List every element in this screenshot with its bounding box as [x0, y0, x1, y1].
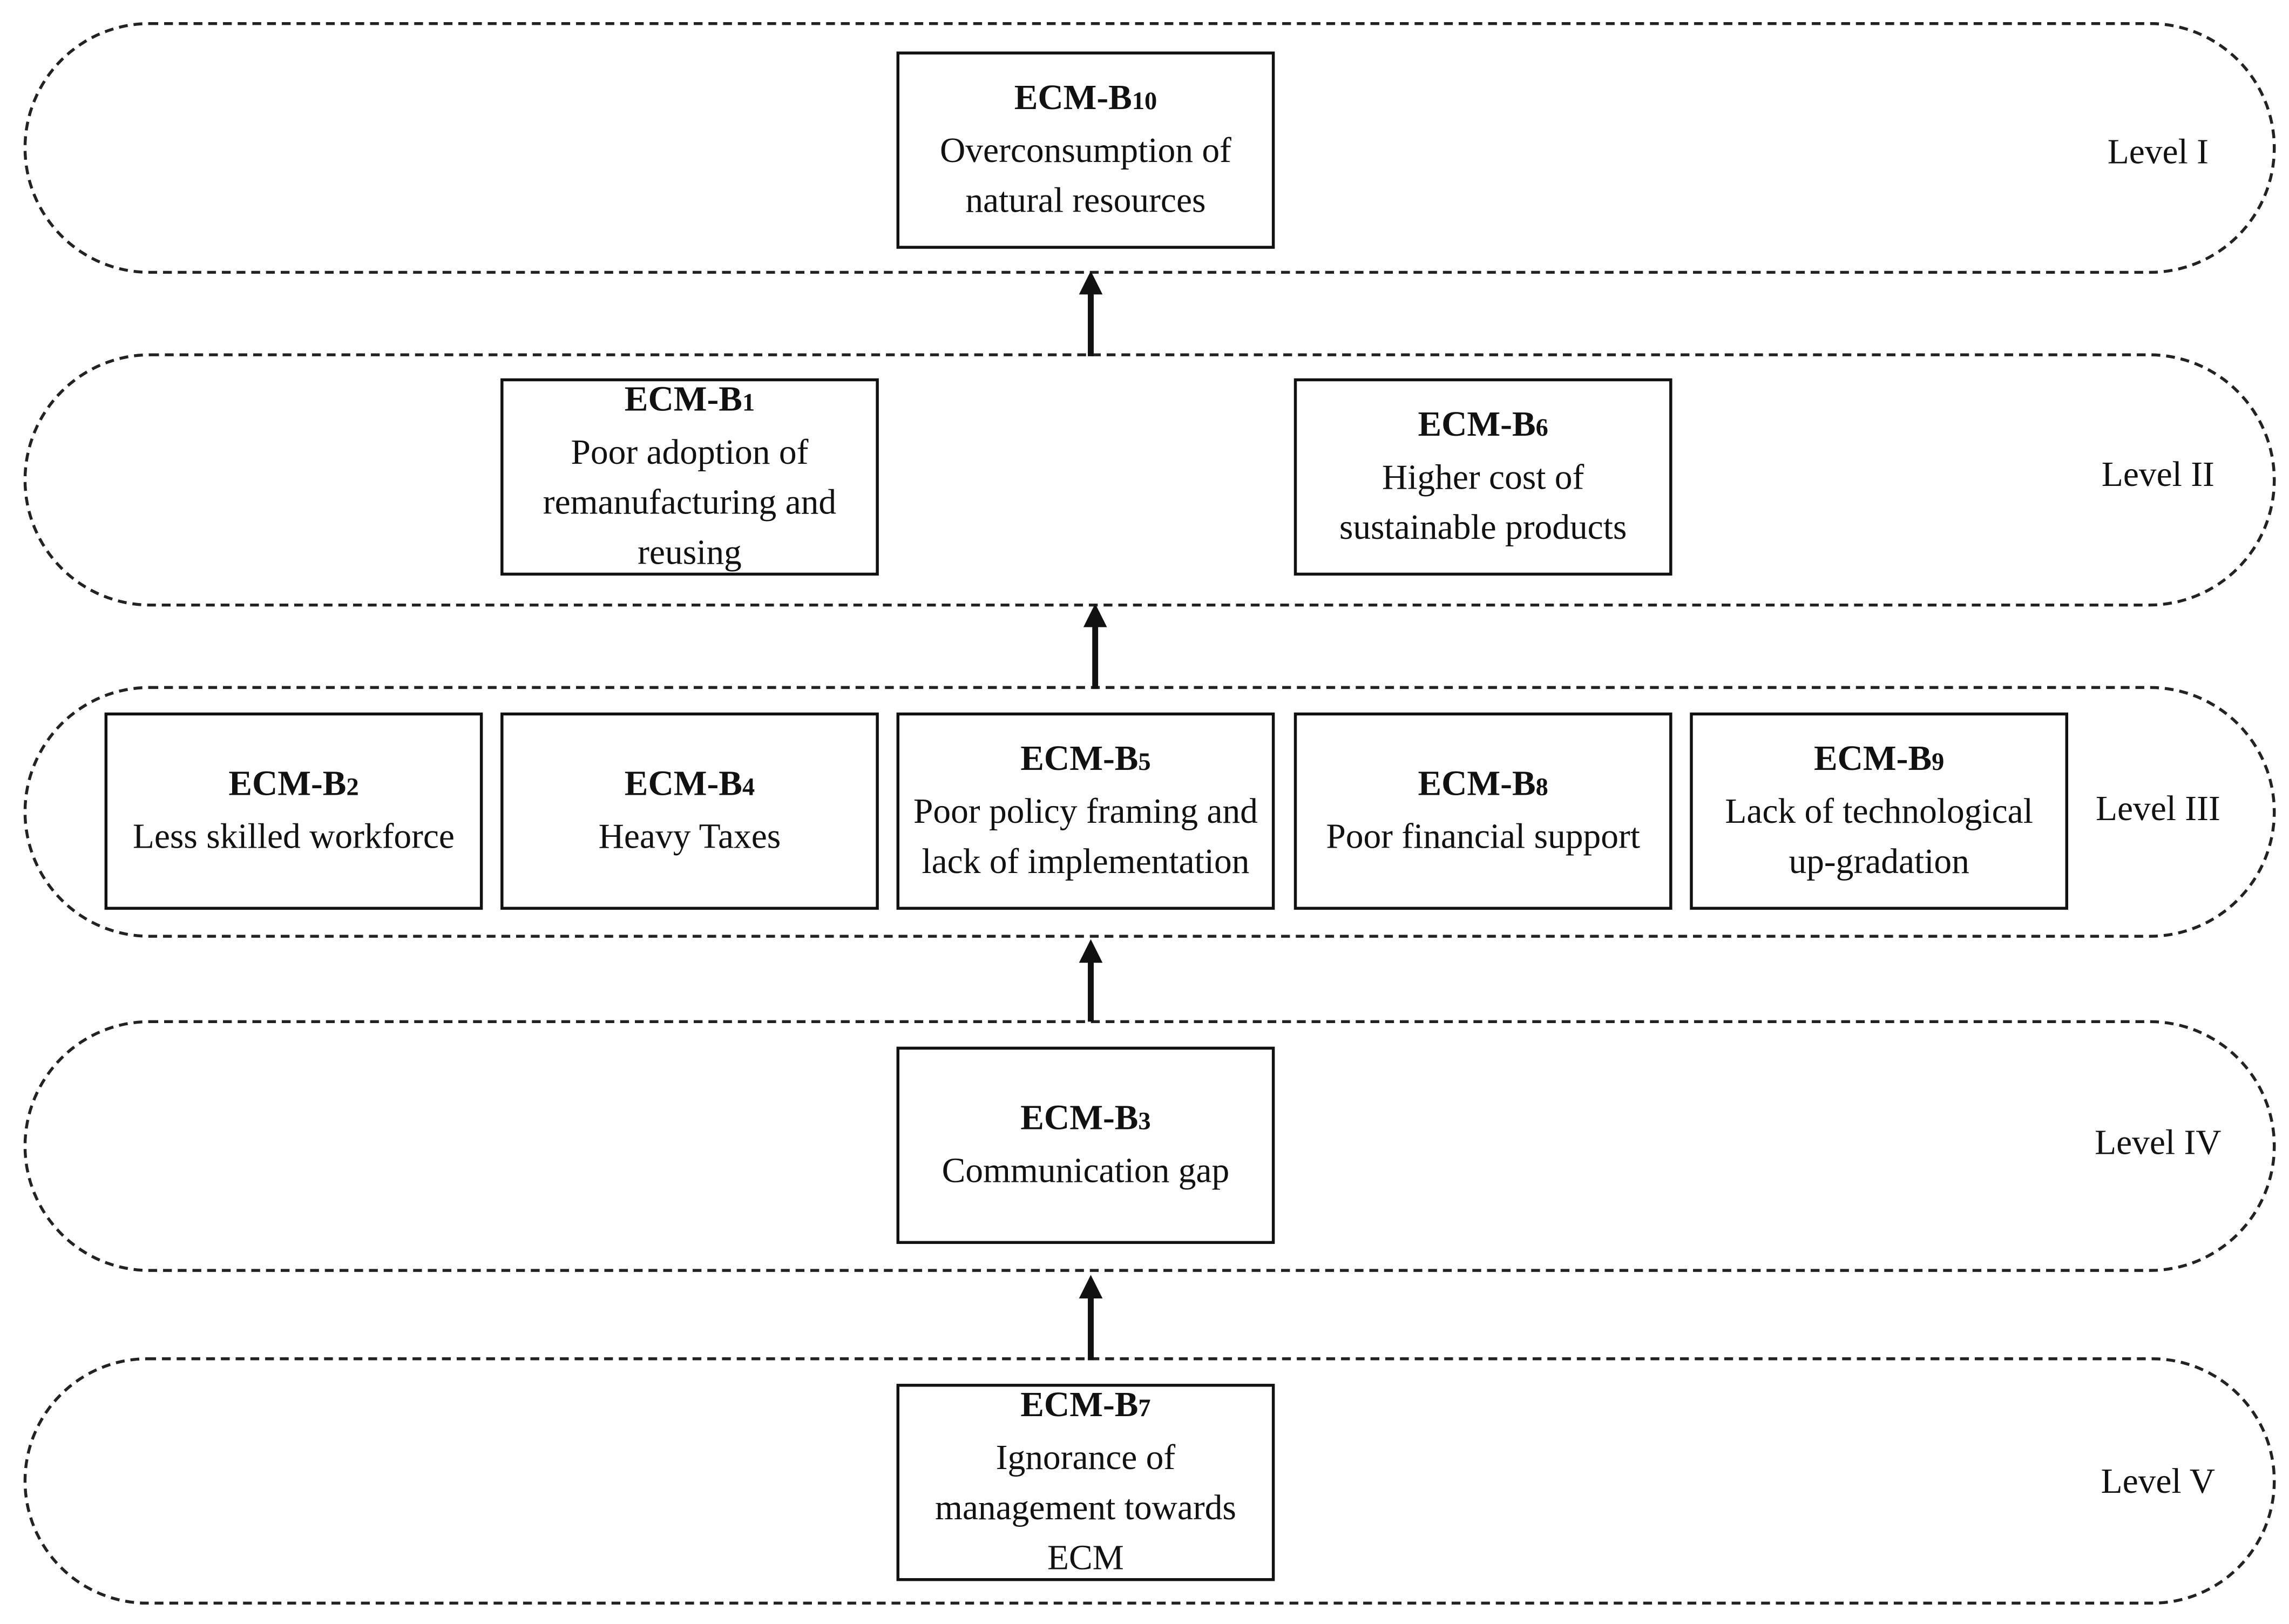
node-code: ECM-B4 — [624, 765, 755, 804]
node-description: Communication gap — [942, 1153, 1230, 1191]
node-ecm-b7: ECM-B7 Ignorance of management towards E… — [896, 1384, 1275, 1581]
node-ecm-b5: ECM-B5 Poor policy framing and lack of i… — [896, 712, 1275, 910]
node-code: ECM-B10 — [1014, 79, 1157, 118]
level-label-2: Level II — [2101, 456, 2214, 495]
arrow-level4-to-level3 — [1079, 939, 1103, 1022]
level-band-4 — [23, 1020, 2276, 1272]
node-description: Poor financial support — [1326, 818, 1640, 857]
node-description: Overconsumption of natural resources — [940, 132, 1231, 221]
level-label-1: Level I — [2107, 134, 2209, 173]
level-label-5: Level V — [2101, 1463, 2216, 1502]
node-ecm-b9: ECM-B9 Lack of technological up-gradatio… — [1690, 712, 2069, 910]
node-code: ECM-B1 — [624, 381, 755, 420]
node-ecm-b2: ECM-B2 Less skilled workforce — [104, 712, 483, 910]
level-band-5 — [23, 1357, 2276, 1605]
node-code: ECM-B8 — [1418, 765, 1548, 804]
node-description: Poor adoption of remanufacturing and reu… — [543, 434, 837, 573]
node-description: Higher cost of sustainable products — [1339, 459, 1627, 548]
node-ecm-b3: ECM-B3 Communication gap — [896, 1046, 1275, 1244]
node-description: Ignorance of management towards ECM — [934, 1439, 1236, 1579]
level-label-3: Level III — [2095, 790, 2220, 829]
level-label-4: Level IV — [2095, 1125, 2222, 1163]
node-code: ECM-B2 — [228, 765, 359, 804]
node-description: Less skilled workforce — [132, 818, 455, 857]
level-band-1 — [23, 22, 2276, 274]
level-band-2 — [23, 353, 2276, 607]
node-code: ECM-B9 — [1813, 740, 1945, 779]
node-description: Poor policy framing and lack of implemen… — [913, 793, 1258, 882]
node-ecm-b10: ECM-B10 Overconsumption of natural resou… — [896, 51, 1275, 249]
node-code: ECM-B3 — [1020, 1099, 1151, 1138]
node-description: Lack of technological up-gradation — [1725, 793, 2033, 882]
node-ecm-b4: ECM-B4 Heavy Taxes — [500, 712, 879, 910]
node-ecm-b8: ECM-B8 Poor financial support — [1294, 712, 1672, 910]
node-code: ECM-B7 — [1020, 1386, 1151, 1425]
arrow-level2-to-level1 — [1079, 270, 1103, 356]
arrow-level5-to-level4 — [1079, 1275, 1103, 1361]
level-band-3 — [23, 686, 2276, 938]
node-ecm-b6: ECM-B6 Higher cost of sustainable produc… — [1294, 378, 1672, 576]
node-code: ECM-B5 — [1020, 740, 1151, 779]
node-description: Heavy Taxes — [598, 818, 781, 857]
node-code: ECM-B6 — [1418, 406, 1548, 445]
node-ecm-b1: ECM-B1 Poor adoption of remanufacturing … — [500, 378, 879, 576]
arrow-level3-to-level2 — [1083, 603, 1107, 689]
